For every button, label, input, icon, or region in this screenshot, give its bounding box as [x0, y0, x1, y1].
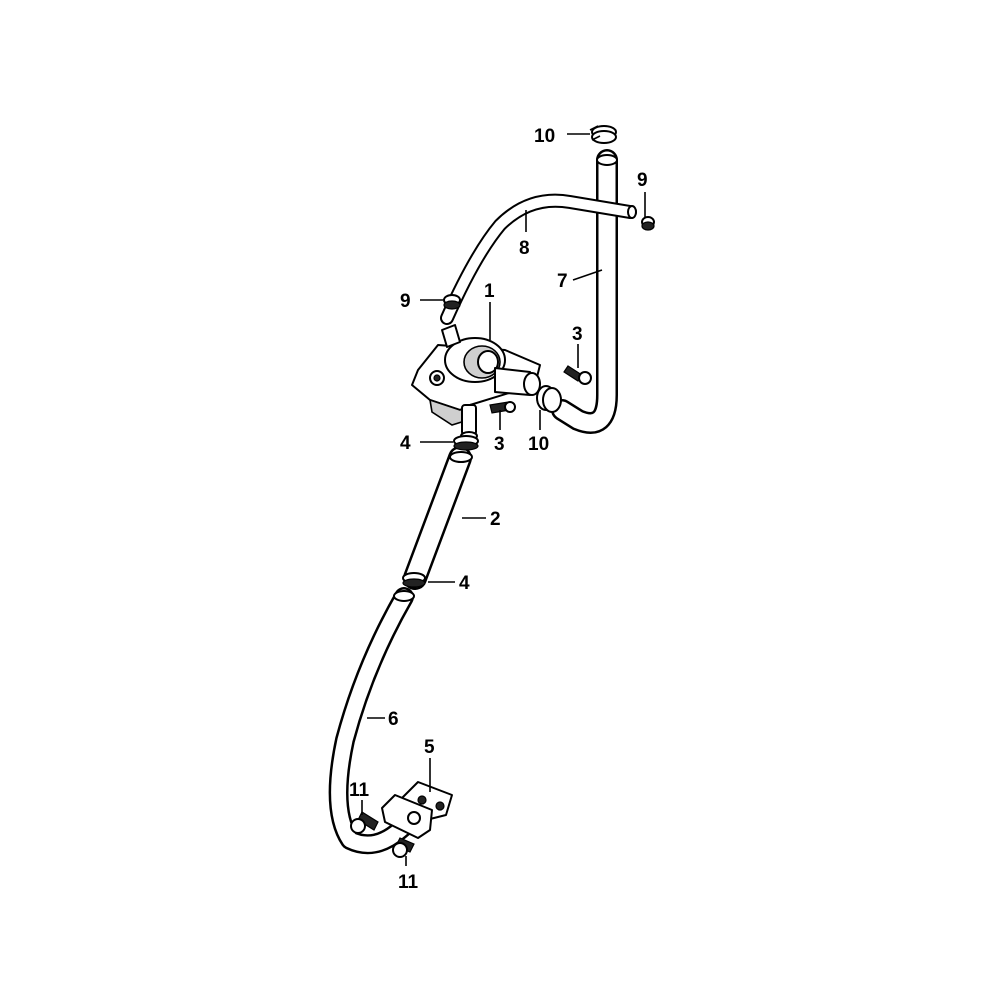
callout-2: 2 [490, 509, 501, 530]
part-4-clip-lower [402, 572, 426, 588]
part-9-clip-right [641, 216, 655, 231]
callout-9-left: 9 [400, 291, 411, 312]
callout-4-upper: 4 [400, 433, 411, 454]
part-7-fuel-tube [551, 149, 618, 434]
part-11-bolt-upper [350, 811, 379, 834]
callout-10-lower: 10 [528, 434, 549, 455]
callout-7: 7 [557, 271, 568, 292]
part-3-screw-right [563, 365, 592, 385]
part-6-fuel-hose [328, 587, 428, 855]
callout-6: 6 [388, 709, 399, 730]
leader-lines [361, 133, 646, 866]
callout-9-right: 9 [637, 170, 648, 191]
callout-10-top: 10 [534, 126, 555, 147]
callout-3-right: 3 [572, 324, 583, 345]
callout-1: 1 [484, 281, 495, 302]
callout-5: 5 [424, 737, 435, 758]
part-5-joint-flange [381, 781, 453, 839]
callout-8: 8 [519, 238, 530, 259]
part-9-clip-left [443, 294, 461, 310]
part-1-fuel-valve [411, 324, 541, 441]
callout-4-lower: 4 [459, 573, 470, 594]
part-8-fuel-hose [440, 193, 637, 325]
part-11-bolt-lower [392, 837, 415, 858]
callout-3-lower: 3 [494, 434, 505, 455]
callout-11-upper: 11 [349, 780, 370, 801]
part-4-clip-upper [453, 435, 479, 451]
part-10-clip-top [589, 125, 617, 144]
part-10-clip-lower [536, 385, 562, 413]
callout-11-lower: 11 [398, 872, 419, 893]
part-2-fuel-hose [403, 446, 473, 590]
